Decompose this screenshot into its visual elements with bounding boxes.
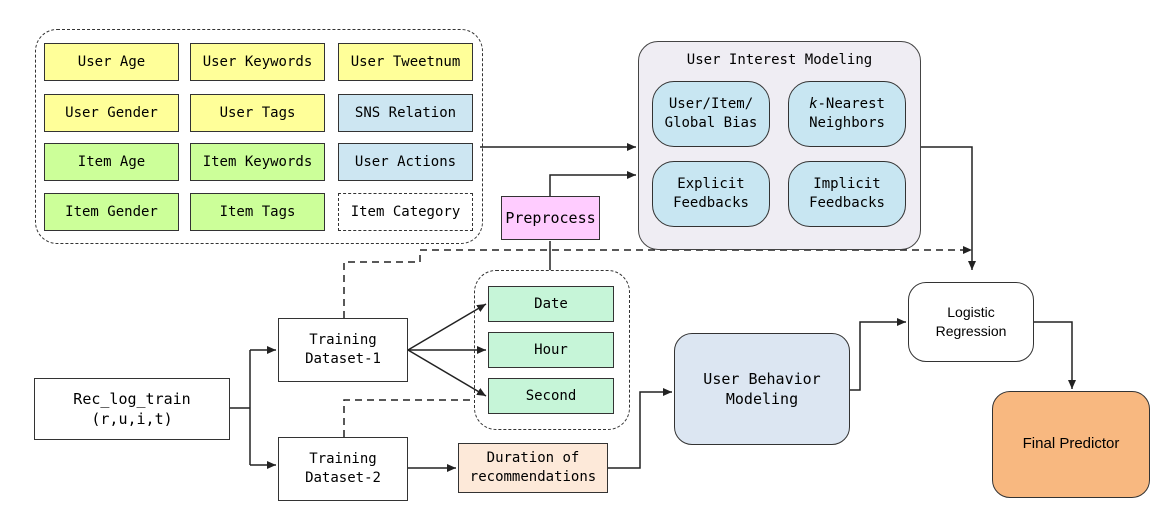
feature-date: Date bbox=[488, 286, 614, 322]
arrow-duration-to-behavior bbox=[608, 388, 672, 469]
feature-hour: Hour bbox=[488, 332, 614, 368]
training-dataset-1-box: Training Dataset-1 bbox=[278, 318, 408, 382]
dashed-training2-to-time bbox=[343, 399, 472, 437]
arrow-interest-to-logistic bbox=[921, 146, 976, 270]
explicit-feedback-node: Explicit Feedbacks bbox=[652, 161, 770, 227]
feature-user-actions: User Actions bbox=[338, 143, 473, 181]
rec-log-train-box: Rec_log_train (r,u,i,t) bbox=[34, 378, 230, 440]
training-dataset-2-box: Training Dataset-2 bbox=[278, 437, 408, 501]
final-predictor-box: Final Predictor bbox=[992, 391, 1150, 498]
feature-user-tweetnum: User Tweetnum bbox=[338, 43, 473, 81]
panel-title: User Interest Modeling bbox=[686, 52, 873, 68]
feature-item-gender: Item Gender bbox=[44, 193, 179, 231]
arrow-training1-to-second bbox=[407, 349, 487, 397]
feature-user-tags: User Tags bbox=[190, 94, 325, 132]
feature-user-keywords: User Keywords bbox=[190, 43, 325, 81]
knn-k: k bbox=[809, 96, 818, 113]
feature-group bbox=[35, 29, 483, 244]
feature-item-tags: Item Tags bbox=[190, 193, 325, 231]
time-feature-group bbox=[474, 270, 630, 430]
preprocess-box: Preprocess bbox=[501, 196, 600, 240]
knn-node: k-Nearest Neighbors bbox=[788, 81, 906, 147]
knn-label: -Nearest Neighbors bbox=[809, 96, 885, 131]
logistic-regression-box: Logistic Regression bbox=[908, 282, 1034, 362]
feature-user-age: User Age bbox=[44, 43, 179, 81]
feature-sns-relation: SNS Relation bbox=[338, 94, 473, 132]
duration-box: Duration of recommendations bbox=[458, 443, 608, 493]
feature-user-gender: User Gender bbox=[44, 94, 179, 132]
arrow-training1-to-date bbox=[407, 303, 487, 351]
feature-second: Second bbox=[488, 378, 614, 414]
implicit-feedback-node: Implicit Feedbacks bbox=[788, 161, 906, 227]
bias-node: User/Item/ Global Bias bbox=[652, 81, 770, 147]
feature-item-age: Item Age bbox=[44, 143, 179, 181]
user-behavior-modeling-box: User Behavior Modeling bbox=[674, 333, 850, 445]
arrow-preprocess-to-interest bbox=[549, 171, 636, 196]
dashed-training1-to-logistic bbox=[343, 246, 972, 318]
feature-item-category: Item Category bbox=[338, 193, 473, 231]
feature-item-keywords: Item Keywords bbox=[190, 143, 325, 181]
arrow-behavior-to-logistic bbox=[850, 318, 906, 391]
arrow-logistic-to-final bbox=[1034, 321, 1076, 389]
